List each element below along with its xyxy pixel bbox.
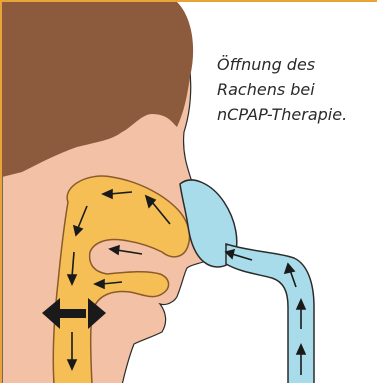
caption-line-1: Öffnung des [217, 52, 377, 77]
caption-text: Öffnung des Rachens bei nCPAP-Therapie. [217, 52, 377, 127]
caption-line-2: Rachens bei [217, 77, 377, 102]
caption-line-3: nCPAP-Therapie. [217, 102, 377, 127]
